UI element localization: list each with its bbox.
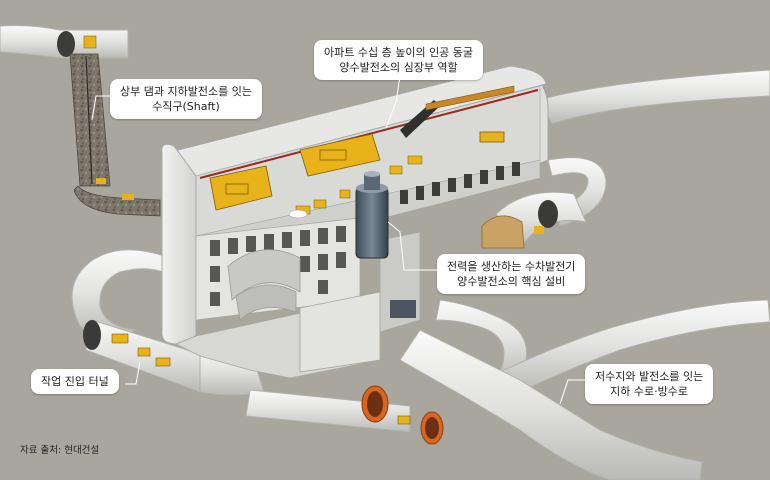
turbine-callout: 전력을 생산하는 수차발전기 양수발전소의 핵심 설비 <box>437 254 586 294</box>
vertical-shaft <box>69 53 161 217</box>
cavern-callout-line2: 양수발전소의 심장부 역할 <box>339 61 458 74</box>
waterway-callout-line2: 지하 수로·방수로 <box>610 385 689 398</box>
main-cavern <box>160 65 549 379</box>
waterway-callout-line1: 저수지와 발전소를 잇는 <box>595 370 704 383</box>
overhead-crane <box>209 131 505 211</box>
upper-tunnel-opening <box>57 31 75 57</box>
cavern-callout-line1: 아파트 수십 층 높이의 인공 동굴 <box>324 46 474 59</box>
access-tunnel-callout-line1: 작업 진입 터널 <box>41 375 109 388</box>
upper-tunnel-machine <box>83 35 97 49</box>
access-tunnel-callout: 작업 진입 터널 <box>31 369 119 394</box>
turbine-generator <box>355 171 389 259</box>
turbine-callout-line2: 양수발전소의 핵심 설비 <box>457 275 566 288</box>
side-tunnel <box>481 191 587 249</box>
shaft-callout: 상부 댐과 지하발전소를 잇는 수직구(Shaft) <box>110 79 262 119</box>
cavern-callout: 아파트 수십 층 높이의 인공 동굴 양수발전소의 심장부 역할 <box>314 40 484 80</box>
tailrace-tunnel <box>361 385 444 445</box>
waterway-callout: 저수지와 발전소를 잇는 지하 수로·방수로 <box>585 364 714 404</box>
shaft-callout-line1: 상부 댐과 지하발전소를 잇는 <box>120 85 252 98</box>
turbine-callout-line1: 전력을 생산하는 수차발전기 <box>447 260 576 273</box>
shaft-callout-line2: 수직구(Shaft) <box>152 100 220 113</box>
source-credit: 자료 출처: 현대건설 <box>20 445 100 456</box>
